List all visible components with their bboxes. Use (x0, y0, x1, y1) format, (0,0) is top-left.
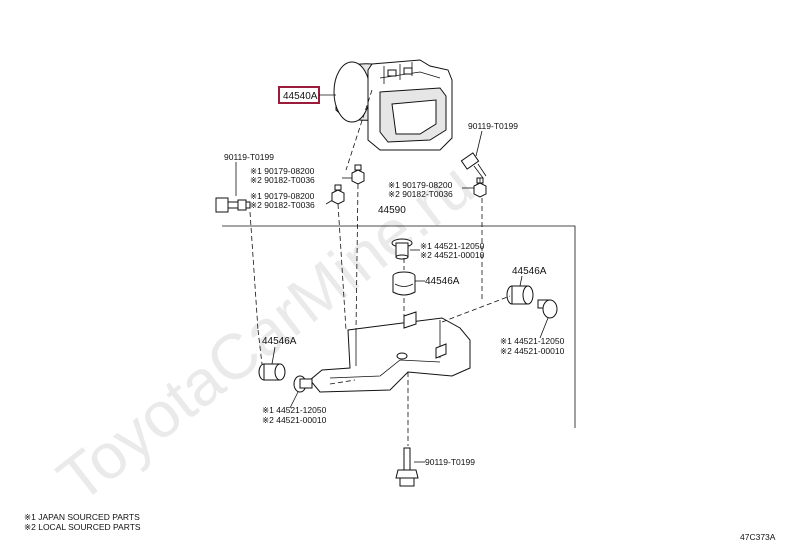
footnote-local: ※2 LOCAL SOURCED PARTS (24, 522, 141, 532)
nut-upper-left-icon[interactable] (351, 164, 365, 185)
abs-actuator-assembly[interactable] (333, 59, 453, 151)
bracket-plate[interactable] (309, 311, 471, 393)
bolt-bottom-icon[interactable] (395, 447, 419, 487)
bolt-top-right-icon[interactable] (460, 152, 487, 179)
nut-left-label-1: ※1 90179-08200 (250, 166, 315, 176)
collar-right-label-1: ※1 44521-12050 (500, 336, 565, 346)
main-part-callout[interactable]: 44540A (278, 86, 336, 104)
nut-left-label-3: ※1 90179-08200 (250, 191, 315, 201)
collar-top-icon[interactable] (391, 238, 413, 260)
collar-left-icon[interactable] (293, 375, 313, 393)
cushion-right-icon[interactable] (506, 285, 534, 305)
bracket-frame-line (222, 225, 576, 428)
footnote-japan: ※1 JAPAN SOURCED PARTS (24, 512, 140, 522)
cushion-left-icon[interactable] (258, 363, 286, 381)
assembly-guide-lines (249, 89, 511, 446)
nut-left-label-4: ※2 90182-T0036 (250, 200, 315, 210)
collar-right-label-2: ※2 44521-00010 (500, 346, 565, 356)
bracket-label: 44590 (378, 205, 406, 216)
cushion-right-label: 44546A (512, 266, 547, 277)
bolt-top-left-icon[interactable] (215, 197, 251, 213)
collar-right-icon[interactable] (537, 299, 558, 319)
nut-left-label-2: ※2 90182-T0036 (250, 175, 315, 185)
collar-top-label-2: ※2 44521-00010 (420, 250, 485, 260)
main-part-number: 44540A (283, 91, 318, 102)
bolt-top-right-label: 90119-T0199 (468, 121, 518, 131)
collar-left-label-1: ※1 44521-12050 (262, 405, 327, 415)
bolt-top-left-label: 90119-T0199 (224, 152, 274, 162)
nut-mid-label-2: ※2 90182-T0036 (388, 189, 453, 199)
collar-top-label-1: ※1 44521-12050 (420, 241, 485, 251)
cushion-mid-label: 44546A (425, 276, 460, 287)
bolt-bottom-label: 90119-T0199 (425, 457, 475, 467)
cushion-middle-icon[interactable] (392, 271, 416, 296)
cushion-left-label: 44546A (262, 336, 297, 347)
collar-left-label-2: ※2 44521-00010 (262, 415, 327, 425)
nut-mid-label-1: ※1 90179-08200 (388, 180, 453, 190)
diagram-code: 47C373A (740, 532, 776, 542)
nut-lower-left-icon[interactable] (331, 184, 345, 205)
